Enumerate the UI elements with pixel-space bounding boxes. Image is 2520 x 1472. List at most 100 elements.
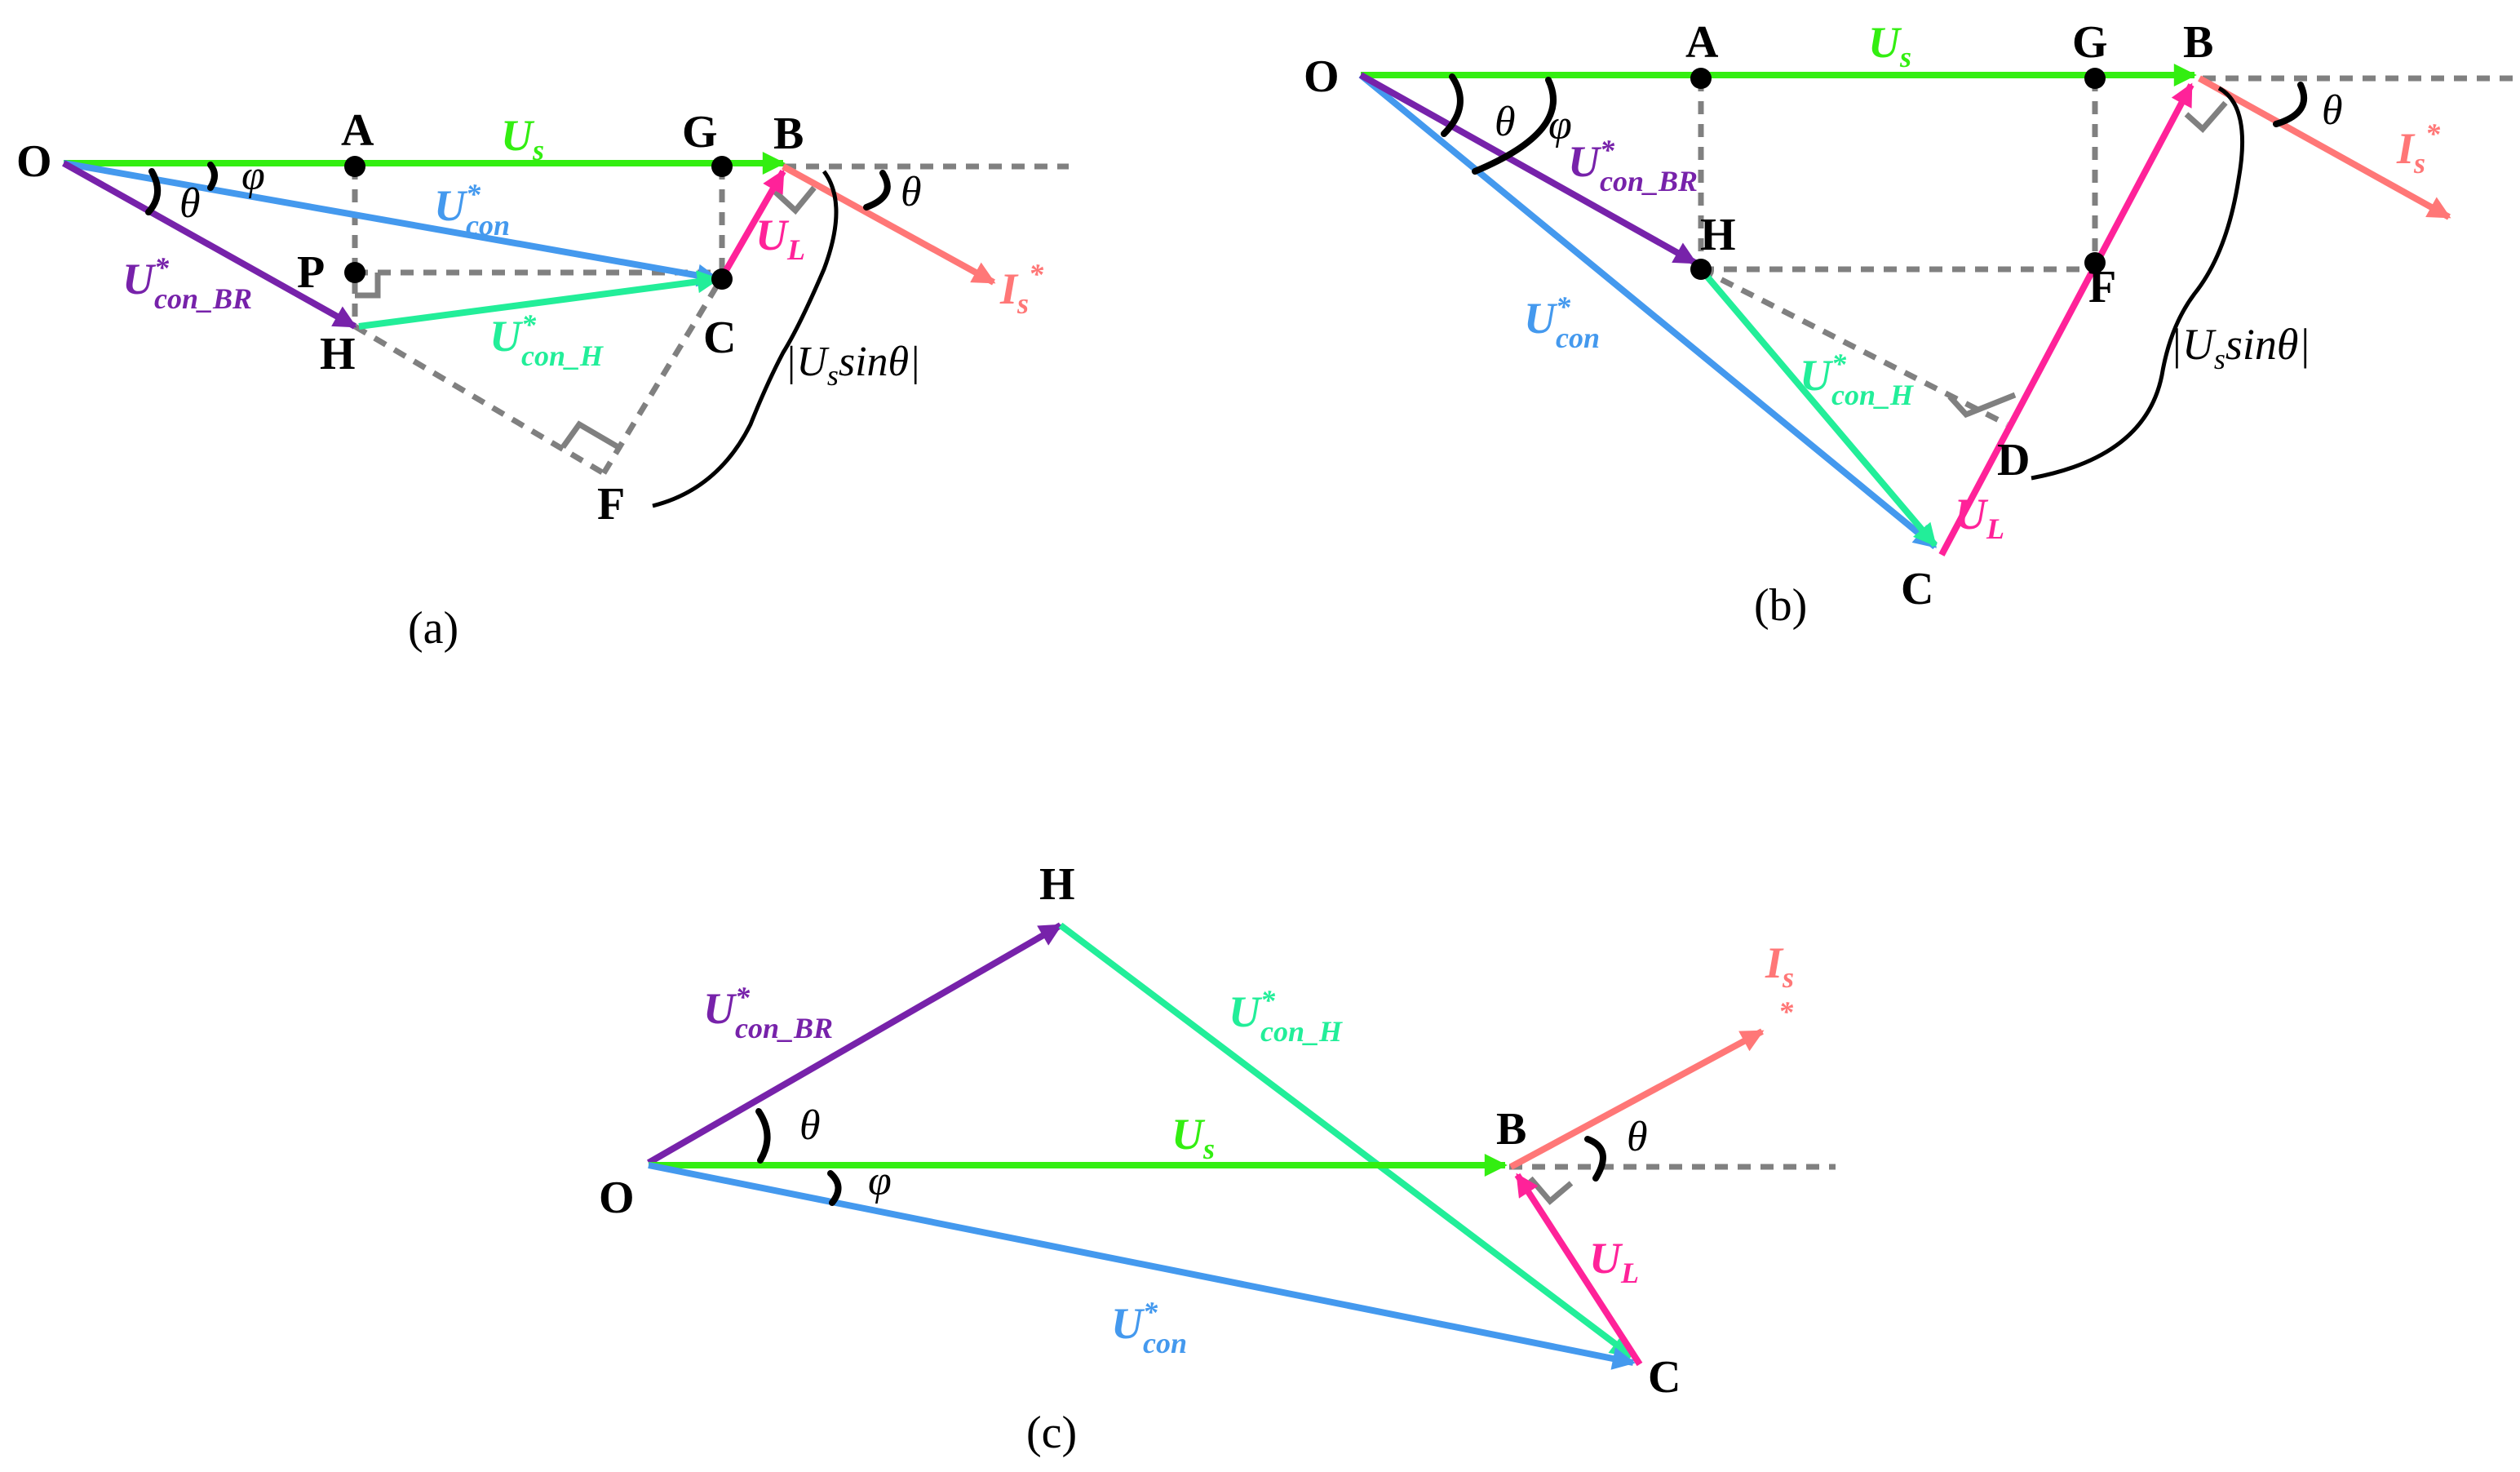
arc-b-phi <box>1472 77 1557 175</box>
label-c-is: Is <box>1765 938 1794 994</box>
label-c-B: B <box>1496 1104 1526 1155</box>
arc-a-phi <box>207 162 218 191</box>
label-a-G: G <box>682 107 718 157</box>
vector-c-ul <box>1514 1173 1643 1367</box>
label-a-A: A <box>341 105 374 156</box>
label-a-O: O <box>16 136 52 187</box>
vector-b-is <box>2198 75 2451 220</box>
angle-b-phi: φ <box>1548 102 1572 149</box>
label-c-us: Us <box>1171 1110 1215 1165</box>
point-b-H <box>1690 259 1712 280</box>
vector-a-ubr <box>62 160 357 330</box>
label-b-A: A <box>1685 17 1719 68</box>
vector-a-uh <box>358 270 720 330</box>
panel-a: O A G B P H C F θ φ θ Us U*con U*con_BR … <box>16 105 1069 654</box>
label-a-P: P <box>297 247 325 298</box>
label-b-ucon: U*con <box>1524 290 1600 354</box>
angle-a-phi: φ <box>241 153 265 199</box>
label-b-ul: UL <box>1955 490 2004 545</box>
angle-c-theta-B: θ <box>1627 1114 1648 1160</box>
arc-c-phi <box>827 1170 842 1206</box>
vector-c-uh <box>1058 922 1634 1359</box>
vector-c-ucon <box>648 1162 1636 1370</box>
label-b-D: D <box>1997 435 2030 485</box>
point-b-G <box>2084 68 2106 89</box>
dash-b-HD <box>1699 266 2008 428</box>
label-a-brace: |Ussinθ| <box>785 339 920 392</box>
arc-b-theta <box>1441 73 1464 137</box>
panel-c: H O B C θ φ θ U*con_BR U*con_H Us U*con … <box>599 859 1836 1458</box>
label-c-ubr: U*con_BR <box>703 981 833 1044</box>
angle-c-theta: θ <box>799 1102 821 1149</box>
label-a-us: Us <box>501 111 544 166</box>
caption-b: (b) <box>1754 580 1807 631</box>
label-b-brace: |Ussinθ| <box>2170 320 2310 375</box>
dash-a-FC <box>601 276 724 475</box>
point-a-C <box>711 268 733 290</box>
rightangle-a-P <box>355 273 381 299</box>
arc-a-theta <box>145 168 161 215</box>
vector-b-ul <box>1938 82 2194 556</box>
label-b-us: Us <box>1868 18 1911 73</box>
label-a-H: H <box>320 329 356 379</box>
angle-a-theta-B: θ <box>901 169 922 215</box>
label-b-uh: U*con_H <box>1800 348 1914 411</box>
vector-b-ucon <box>1358 72 1938 550</box>
caption-c: (c) <box>1026 1408 1077 1458</box>
arc-a-theta-B <box>863 170 891 211</box>
rightangle-b-B <box>2184 100 2228 133</box>
label-c-is-star: * <box>1778 995 1794 1028</box>
label-b-C: C <box>1901 564 1933 614</box>
label-b-H: H <box>1700 210 1736 260</box>
label-b-G: G <box>2072 17 2108 68</box>
point-b-F <box>2084 252 2106 273</box>
vector-b-uh <box>1698 267 1938 548</box>
label-a-C: C <box>703 313 736 363</box>
label-b-F: F <box>2088 262 2116 313</box>
rightangle-a-B <box>773 185 817 215</box>
label-c-O: O <box>599 1173 635 1223</box>
label-a-ubr: U*con_BR <box>122 251 252 315</box>
label-b-is: Is* <box>2396 117 2441 180</box>
vector-a-ul <box>719 169 786 279</box>
label-a-uh: U*con_H <box>489 308 604 372</box>
label-c-H: H <box>1039 859 1075 910</box>
point-a-G <box>711 156 733 177</box>
label-c-ucon: U*con <box>1111 1296 1187 1359</box>
label-a-B: B <box>773 109 804 159</box>
label-a-ul: UL <box>755 211 805 266</box>
panel-b: O A G B H F D C θ φ θ Us U*con_BR U*con … <box>1304 17 2513 631</box>
label-c-ul: UL <box>1589 1234 1639 1289</box>
angle-a-theta: θ <box>179 180 201 227</box>
vector-c-ubr <box>647 922 1063 1166</box>
dash-a-HF <box>353 323 605 477</box>
label-b-ubr: U*con_BR <box>1568 134 1698 197</box>
label-b-O: O <box>1304 51 1340 102</box>
brace-b <box>2031 86 2244 481</box>
vector-a-is <box>782 163 996 286</box>
angle-c-phi: φ <box>868 1158 892 1204</box>
brace-a <box>652 170 839 508</box>
label-a-F: F <box>597 479 625 530</box>
arc-c-theta <box>755 1108 771 1164</box>
point-a-P <box>344 262 365 283</box>
label-a-ucon: U*con <box>434 178 510 242</box>
angle-b-theta: θ <box>1495 99 1516 145</box>
rightangle-a-F <box>560 420 620 450</box>
angle-b-theta-B: θ <box>2322 87 2343 134</box>
point-a-A <box>344 156 365 177</box>
vector-a-ucon <box>63 160 720 287</box>
label-c-uh: U*con_H <box>1229 984 1343 1048</box>
arc-b-theta-B <box>2273 82 2308 127</box>
point-b-A <box>1690 68 1712 89</box>
label-a-is: Is* <box>999 258 1044 320</box>
caption-a: (a) <box>408 603 458 654</box>
rightangle-c-B <box>1528 1176 1574 1205</box>
arc-c-theta-B <box>1584 1136 1606 1182</box>
vector-b-ubr <box>1359 72 1698 266</box>
label-b-B: B <box>2183 17 2213 68</box>
label-c-C: C <box>1648 1352 1681 1403</box>
vector-c-is <box>1509 1028 1765 1170</box>
rightangle-b-D <box>1947 392 2017 419</box>
